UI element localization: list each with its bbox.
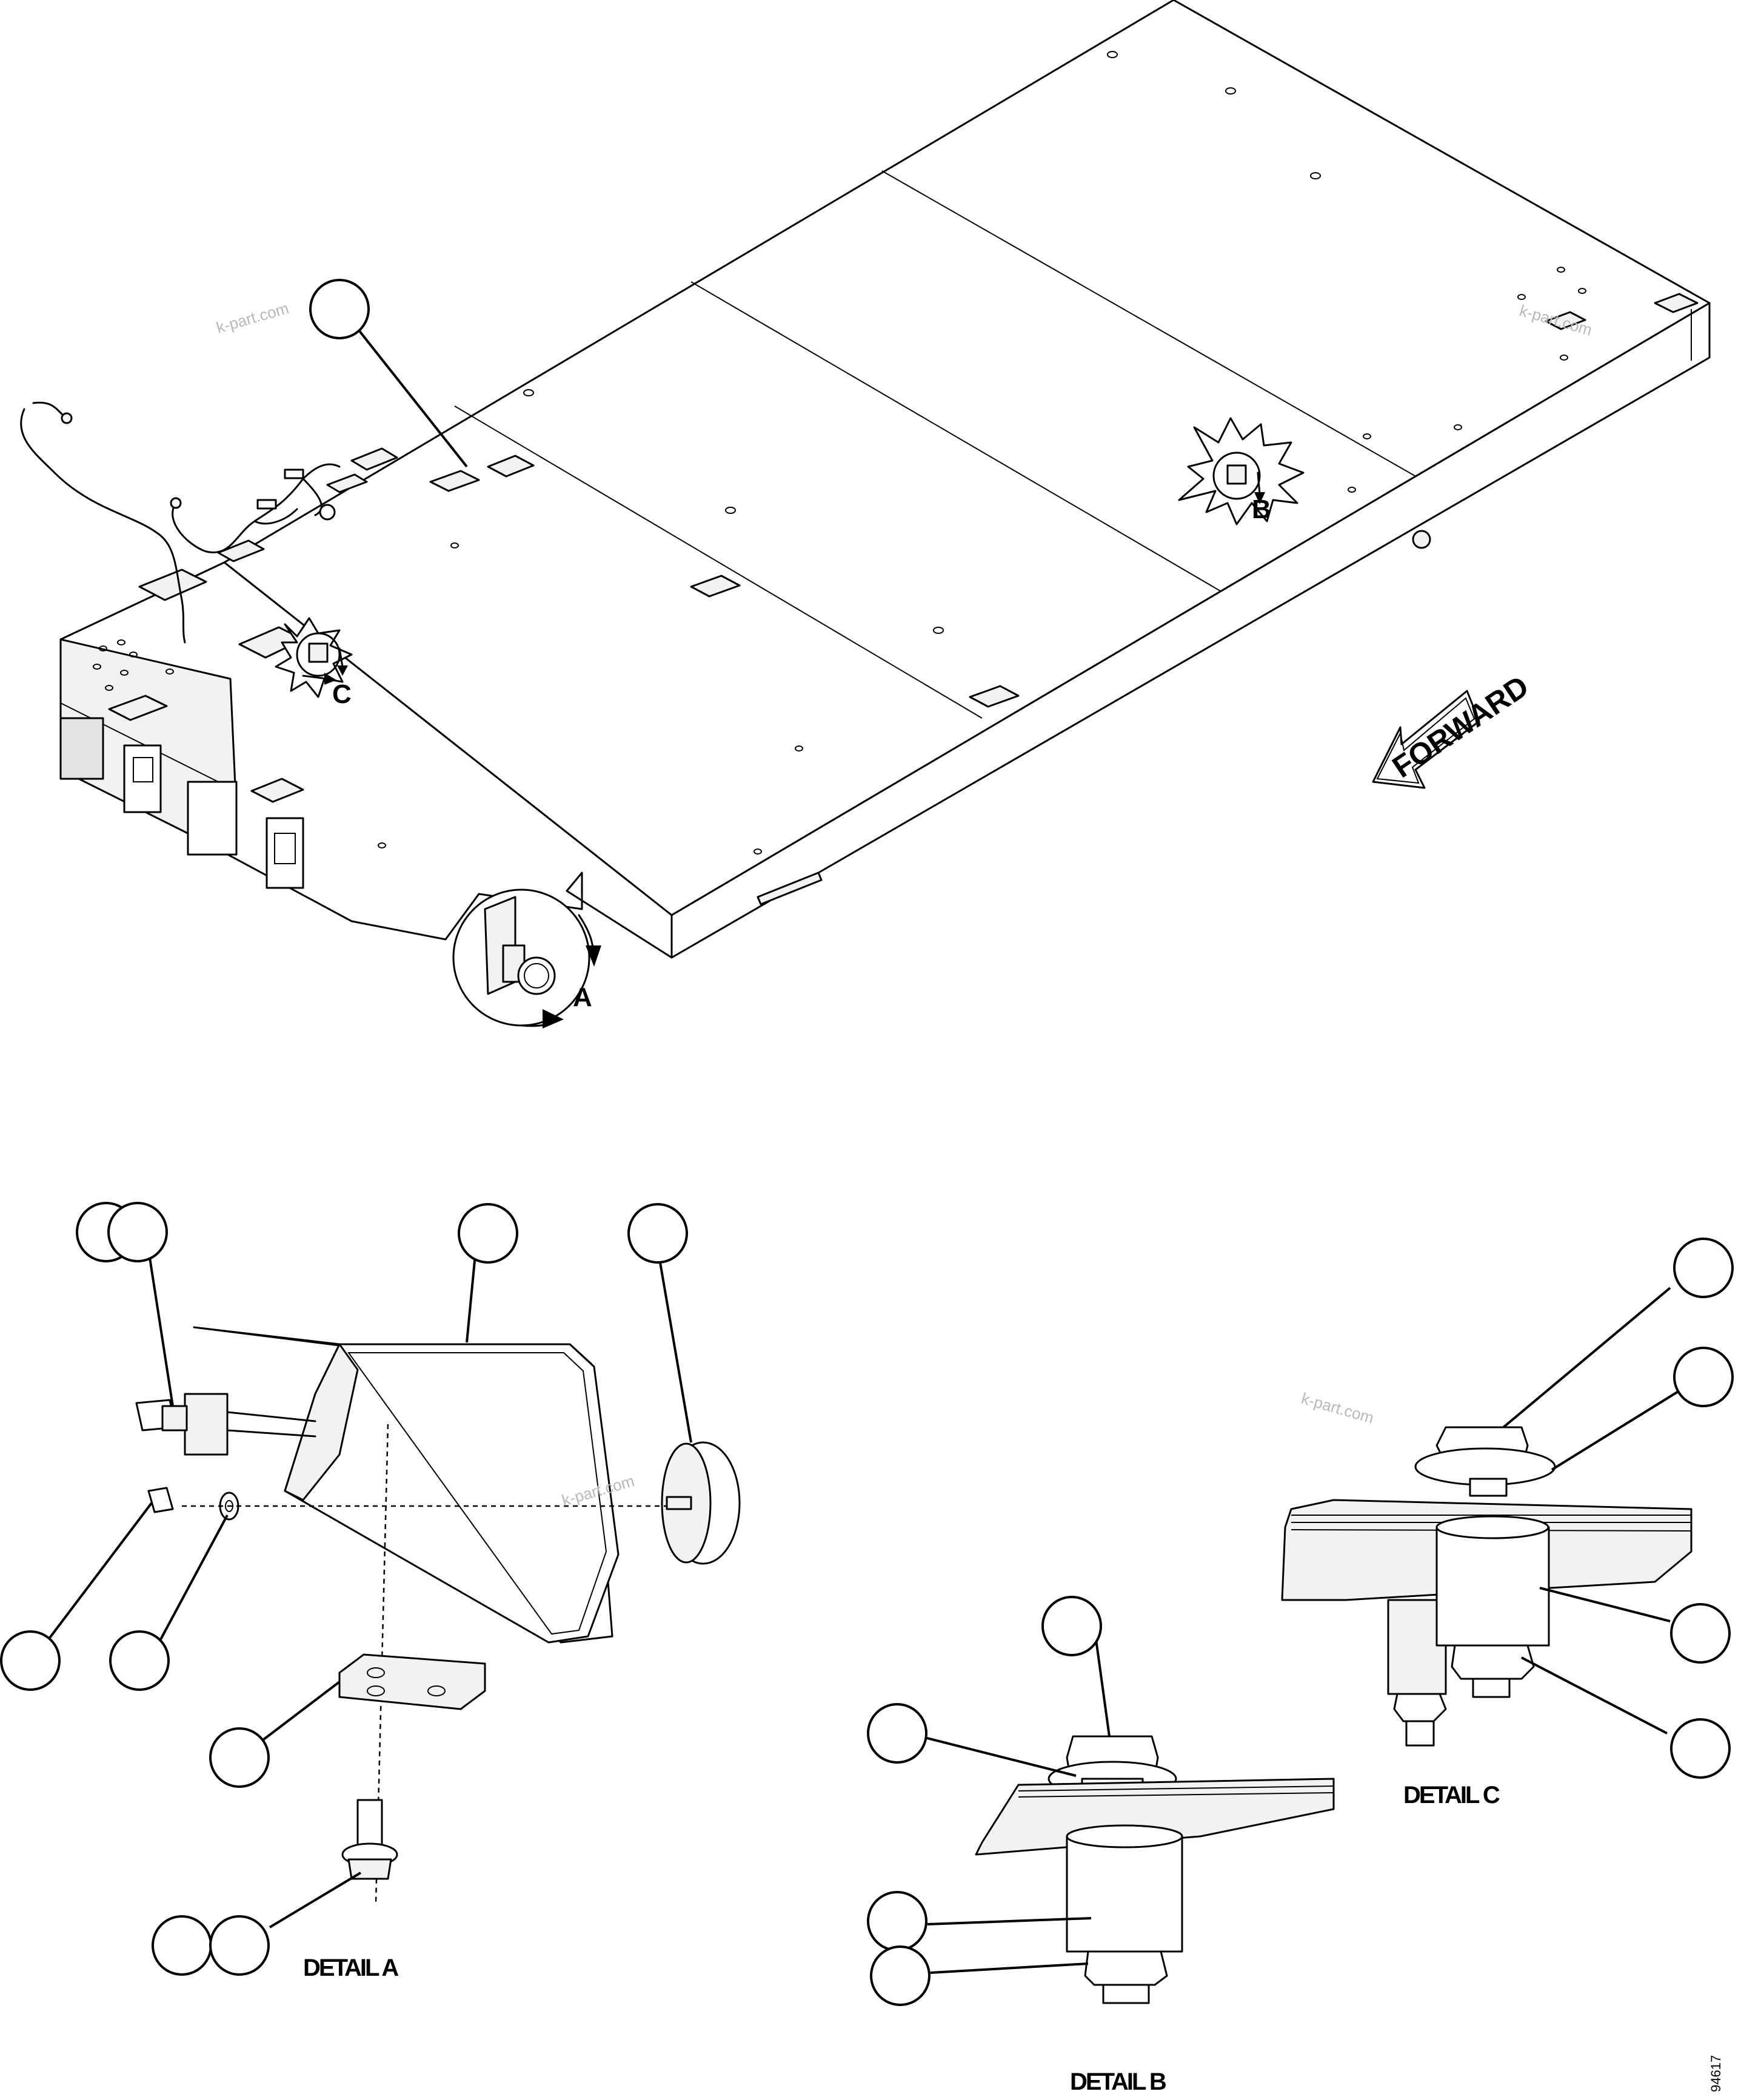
callout-a-4: [627, 1203, 688, 1264]
callout-b-3: [867, 1891, 927, 1952]
callout-a-7: [209, 1727, 270, 1788]
detail-c-flag: C: [275, 617, 353, 709]
detail-c-title: DETAIL C: [1403, 1782, 1500, 1808]
callout-a-3: [458, 1203, 518, 1264]
detail-b-title: DETAIL B: [1070, 2068, 1166, 2095]
watermark-3: k-part.com: [1299, 1389, 1375, 1427]
wiring-harness: [20, 401, 341, 644]
callout-b-2: [867, 1703, 927, 1764]
callout-c-4: [1670, 1718, 1731, 1779]
detail-a-title: DETAIL A: [303, 1955, 398, 1981]
callout-c-1: [1673, 1238, 1734, 1298]
detail-a: DETAIL A: [0, 1202, 741, 1981]
callout-a-8: [152, 1915, 212, 1976]
callout-c-2: [1673, 1347, 1734, 1407]
deck-pads: [108, 293, 1699, 803]
watermark-1: k-part.com: [214, 299, 290, 337]
callout-b-4: [870, 1945, 931, 2006]
deck-holes: [93, 51, 1586, 855]
detail-b-flag: B: [1178, 417, 1305, 525]
callout-b-1: [1041, 1596, 1102, 1656]
platform-assembly: C B A: [20, 0, 1711, 1028]
detail-a-circle: A: [452, 888, 601, 1028]
callout-a-5: [0, 1630, 61, 1691]
detail-ref-a-label: A: [573, 982, 592, 1012]
forward-arrow: FORWARD: [1372, 669, 1535, 789]
detail-b: DETAIL B: [867, 1596, 1335, 2095]
forward-label: FORWARD: [1386, 669, 1535, 784]
detail-ref-c-label: C: [332, 679, 352, 709]
callout-a-6: [109, 1630, 170, 1691]
frame-opening-1: [59, 717, 104, 780]
drawing-number: 94617: [1708, 2055, 1723, 2092]
detail-ref-b-label: B: [1252, 495, 1271, 524]
detail-c: DETAIL C: [1281, 1238, 1734, 1808]
callout-main: [309, 279, 370, 339]
callout-c-3: [1670, 1603, 1731, 1664]
callout-a-2: [107, 1202, 168, 1262]
callout-a-9: [209, 1915, 270, 1976]
